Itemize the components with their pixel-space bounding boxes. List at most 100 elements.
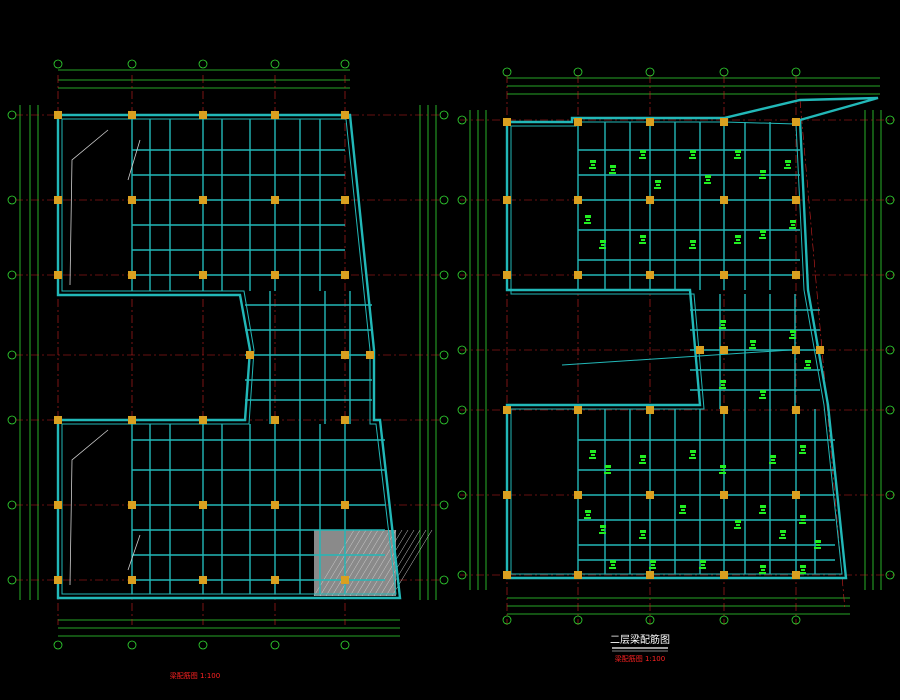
axis-bubble bbox=[573, 615, 583, 625]
rebar-mark bbox=[804, 367, 811, 369]
axis-bubble bbox=[645, 67, 655, 77]
rebar-mark bbox=[735, 520, 741, 523]
left-ramp-lines bbox=[69, 129, 141, 586]
axis-bubble bbox=[885, 345, 895, 355]
column bbox=[199, 111, 207, 119]
rebar-mark bbox=[639, 242, 646, 244]
axis-bubble bbox=[127, 640, 137, 650]
axis-bubble bbox=[885, 405, 895, 415]
rebar-mark bbox=[719, 327, 726, 329]
column bbox=[128, 271, 136, 279]
rebar-mark bbox=[701, 564, 705, 566]
axis-bubble bbox=[439, 195, 449, 205]
rebar-mark bbox=[785, 160, 791, 163]
rebar-mark bbox=[690, 450, 696, 453]
rebar-mark bbox=[761, 174, 765, 176]
rebar-mark bbox=[606, 469, 610, 471]
axis-bubble bbox=[198, 640, 208, 650]
left-floor-plan: 梁配筋图 1:100 bbox=[7, 59, 449, 680]
rebar-mark bbox=[721, 324, 725, 326]
hatch-line bbox=[349, 529, 391, 597]
column bbox=[341, 271, 349, 279]
rebar-mark bbox=[656, 184, 660, 186]
axis-bubble bbox=[7, 415, 17, 425]
column bbox=[54, 501, 62, 509]
column bbox=[271, 416, 279, 424]
left-columns bbox=[54, 111, 374, 584]
axis-bubble bbox=[340, 640, 350, 650]
column bbox=[720, 491, 728, 499]
axis-bubble bbox=[439, 110, 449, 120]
axis-bubble bbox=[573, 67, 583, 77]
left-outer-walls bbox=[56, 113, 402, 600]
rebar-mark bbox=[641, 534, 645, 536]
hatch-line bbox=[331, 529, 373, 597]
rebar-mark bbox=[734, 157, 741, 159]
axis-bubble bbox=[645, 615, 655, 625]
rebar-mark bbox=[599, 247, 606, 249]
column bbox=[271, 576, 279, 584]
rebar-mark bbox=[759, 397, 766, 399]
column bbox=[574, 196, 582, 204]
column bbox=[646, 491, 654, 499]
rebar-mark bbox=[599, 532, 606, 534]
column bbox=[574, 406, 582, 414]
rebar-mark bbox=[591, 454, 595, 456]
column bbox=[54, 196, 62, 204]
rebar-mark bbox=[734, 242, 741, 244]
rebar-mark bbox=[750, 340, 756, 343]
rebar-mark bbox=[770, 455, 776, 458]
column bbox=[199, 576, 207, 584]
column bbox=[199, 196, 207, 204]
rebar-mark bbox=[706, 179, 710, 181]
column bbox=[792, 196, 800, 204]
column bbox=[792, 406, 800, 414]
column bbox=[128, 501, 136, 509]
column bbox=[503, 118, 511, 126]
column bbox=[341, 576, 349, 584]
hatch-line bbox=[361, 529, 403, 597]
rebar-mark bbox=[601, 244, 605, 246]
column bbox=[574, 118, 582, 126]
column bbox=[271, 196, 279, 204]
axis-bubble bbox=[53, 640, 63, 650]
rebar-mark bbox=[584, 517, 591, 519]
axis-bubble bbox=[457, 490, 467, 500]
hatched-floor-area bbox=[313, 529, 433, 597]
hatch-fill bbox=[314, 530, 396, 596]
rebar-mark bbox=[799, 572, 806, 574]
rebar-annotations bbox=[584, 150, 821, 574]
rebar-mark bbox=[789, 227, 796, 229]
hatch-line bbox=[367, 529, 409, 597]
rebar-mark bbox=[590, 450, 596, 453]
column bbox=[366, 351, 374, 359]
rebar-mark bbox=[680, 505, 686, 508]
rebar-mark bbox=[759, 237, 766, 239]
rebar-mark bbox=[654, 187, 661, 189]
column bbox=[54, 416, 62, 424]
rebar-mark bbox=[761, 509, 765, 511]
axis-bubble bbox=[439, 500, 449, 510]
axis-bubble bbox=[885, 195, 895, 205]
rebar-mark bbox=[799, 522, 806, 524]
rebar-mark bbox=[589, 457, 596, 459]
rebar-mark bbox=[691, 154, 695, 156]
rebar-mark bbox=[700, 560, 706, 563]
column bbox=[54, 271, 62, 279]
right-axis-bubbles bbox=[457, 67, 895, 625]
rebar-mark bbox=[589, 167, 596, 169]
column bbox=[792, 346, 800, 354]
hatch-line bbox=[373, 529, 415, 597]
rebar-mark bbox=[720, 320, 726, 323]
left-scale-note: 梁配筋图 1:100 bbox=[170, 671, 220, 680]
rebar-mark bbox=[800, 445, 806, 448]
column bbox=[199, 416, 207, 424]
rebar-mark bbox=[639, 462, 646, 464]
column bbox=[503, 406, 511, 414]
column bbox=[54, 576, 62, 584]
column bbox=[503, 196, 511, 204]
rebar-mark bbox=[604, 472, 611, 474]
axis-bubble bbox=[270, 59, 280, 69]
